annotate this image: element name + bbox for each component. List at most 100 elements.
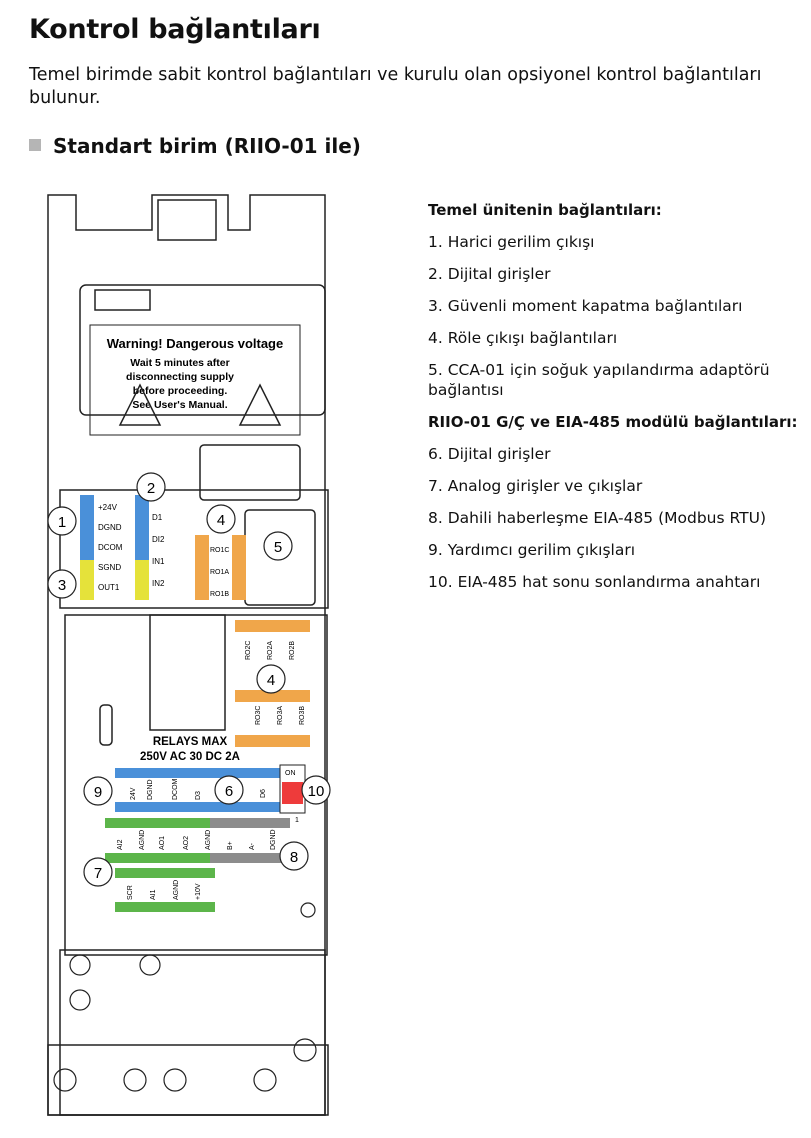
screw-icon (69, 989, 91, 1011)
terminal-strip-green (105, 853, 210, 863)
terminal-label: B+ (227, 841, 234, 850)
callout-10: 10 (308, 783, 325, 800)
relays-rating-line: RELAYS MAX (153, 736, 228, 748)
terminal-label: +24V (98, 503, 118, 512)
legend-item: 9. Yardımcı gerilim çıkışları (428, 541, 636, 559)
terminal-label: DGND (98, 523, 122, 532)
legend: Temel ünitenin bağlantıları: 1. Harici g… (428, 200, 811, 604)
screw-icon (53, 1068, 77, 1092)
terminal-label: D1 (152, 513, 163, 522)
terminal-label: RO3A (277, 706, 284, 725)
callout-9: 9 (94, 784, 102, 801)
callout-4: 4 (217, 512, 225, 529)
warning-line: See User's Manual. (132, 399, 227, 411)
intro-text: Temel birimde sabit kontrol bağlantıları… (29, 65, 762, 108)
terminal-label: RO3C (255, 706, 262, 725)
terminal-strip-green (115, 868, 215, 878)
warning-line: disconnecting supply (126, 371, 234, 383)
terminal-strip-green (105, 818, 210, 828)
terminal-label: SCR (127, 885, 134, 900)
terminal-strip-orange (195, 535, 209, 600)
legend-item: 2. Dijital girişler (428, 265, 551, 283)
callout-6: 6 (225, 783, 233, 800)
terminal-label: DCOM (172, 778, 179, 800)
terminal-label: AI2 (117, 839, 124, 850)
terminal-strip-orange (235, 620, 310, 632)
switch-one-label: 1 (295, 817, 299, 824)
bottom-plate (59, 949, 326, 1116)
legend-item: 10. EIA-485 hat sonu sonlandırma anahtar… (428, 573, 761, 591)
top-connector (157, 199, 217, 241)
legend-base-heading: Temel ünitenin bağlantıları: (428, 201, 662, 219)
warning-title: Warning! Dangerous voltage (107, 336, 283, 351)
terminal-label: SGND (98, 563, 121, 572)
terminal-strip-orange (232, 535, 246, 600)
control-connections-diagram: Warning! Dangerous voltage Wait 5 minute… (47, 194, 331, 1116)
terminal-frame (59, 489, 329, 609)
screw-icon (123, 1068, 147, 1092)
terminal-label: RO1C (210, 547, 229, 554)
terminal-label: RO1B (210, 591, 229, 598)
termination-switch-lever (282, 782, 303, 804)
screw-icon (300, 902, 316, 918)
terminal-label: OUT1 (98, 583, 120, 592)
terminal-label: DI2 (152, 535, 165, 544)
terminal-label: DGND (147, 779, 154, 800)
callout-8: 8 (290, 849, 298, 866)
legend-item: 1. Harici gerilim çıkışı (428, 233, 595, 251)
bullet-square-icon (29, 139, 41, 151)
terminal-label: A- (249, 842, 256, 850)
warning-triangle-icon (238, 383, 282, 426)
terminal-label: D3 (195, 791, 202, 800)
legend-item: 6. Dijital girişler (428, 445, 551, 463)
terminal-label: RO3B (299, 706, 306, 725)
terminal-label: DGND (270, 829, 277, 850)
terminal-label: RO2A (267, 641, 274, 660)
terminal-strip-gray (210, 818, 290, 828)
legend-item: 3. Güvenli moment kapatma bağlantıları (428, 297, 743, 315)
callout-1: 1 (58, 514, 66, 531)
terminal-label: AO1 (159, 836, 166, 850)
terminal-label: DCOM (98, 543, 123, 552)
section-heading: Standart birim (RIIO-01 ile) (29, 134, 361, 158)
callout-2: 2 (147, 480, 155, 497)
section-heading-label: Standart birim (RIIO-01 ile) (53, 134, 361, 158)
terminal-strip-green (115, 902, 215, 912)
terminal-label: AO2 (183, 836, 190, 850)
terminal-strip-orange (235, 735, 310, 747)
legend-item: 4. Röle çıkışı bağlantıları (428, 329, 618, 347)
terminal-strip-gray (210, 853, 290, 863)
page-title: Kontrol bağlantıları (29, 14, 321, 45)
terminal-label: IN1 (152, 557, 165, 566)
warning-line: before proceeding. (133, 385, 228, 397)
screw-icon (253, 1068, 277, 1092)
terminal-strip-orange (235, 690, 310, 702)
screw-icon (293, 1038, 317, 1062)
terminal-label: AI1 (150, 889, 157, 900)
callout-4-relays: 4 (267, 672, 275, 689)
legend-item: 8. Dahili haberleşme EIA-485 (Modbus RTU… (428, 509, 767, 527)
terminal-strip-blue (115, 802, 280, 812)
terminal-label: 24V (130, 787, 137, 800)
terminal-label: IN2 (152, 579, 165, 588)
callout-3: 3 (58, 577, 66, 594)
terminal-strip-yellow (135, 560, 149, 600)
screw-icon (163, 1068, 187, 1092)
switch-on-label: ON (285, 770, 296, 777)
terminal-strip-blue (135, 495, 149, 560)
terminal-label: AGND (139, 830, 146, 850)
legend-module-heading: RIIO-01 G/Ç ve EIA-485 modülü bağlantıla… (428, 413, 798, 431)
terminal-label: RO2C (245, 641, 252, 660)
warning-line: Wait 5 minutes after (130, 357, 229, 369)
legend-item: 5. CCA-01 için soğuk yapılandırma adaptö… (428, 361, 770, 399)
relays-rating-line: 250V AC 30 DC 2A (140, 751, 240, 763)
callout-5: 5 (274, 539, 282, 556)
terminal-label: AGND (205, 830, 212, 850)
callout-7: 7 (94, 865, 102, 882)
terminal-label: D6 (260, 789, 267, 798)
terminal-strip-blue (115, 768, 280, 778)
terminal-strip-yellow (80, 560, 94, 600)
screw-icon (139, 954, 161, 976)
terminal-label: +10V (195, 883, 202, 900)
terminal-label: RO2B (289, 641, 296, 660)
